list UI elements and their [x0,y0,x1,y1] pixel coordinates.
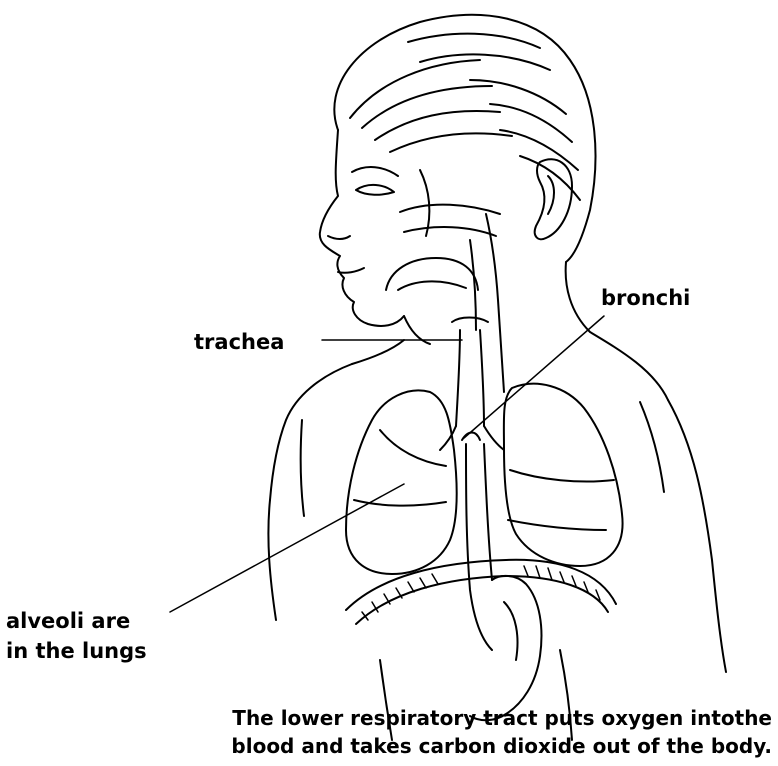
pharynx-front [470,240,476,330]
ear-inner [548,176,554,214]
figure-caption: The lower respiratory tract puts oxygen … [0,704,772,760]
trachea-left-wall [456,330,460,426]
torso-left [268,500,276,620]
lung-left-lobe [354,500,446,506]
label-alveoli-line1: alveoli are [6,606,147,636]
label-bronchi: bronchi [601,286,690,311]
eyebrow [352,167,398,176]
stomach [470,576,541,720]
neck-front [352,340,404,364]
label-alveoli-line2: in the lungs [6,636,147,666]
arm-crease-left [301,420,304,516]
arm-crease-right [640,402,664,492]
shoulder-right [668,400,726,672]
stomach-inner [504,602,518,660]
nasal-passage-lower [404,227,496,236]
eye [356,185,394,195]
pharynx-back [486,214,504,392]
esophagus-right [484,444,492,580]
lung-left-lobe2 [380,430,446,466]
hair-outline [334,15,595,262]
lung-left [346,390,457,574]
nose-nostril [328,236,350,239]
lung-right-lobe2 [508,520,606,530]
esophagus-left [466,444,492,650]
caption-line2: blood and takes carbon dioxide out of th… [0,732,772,760]
neck-back [566,262,668,400]
tongue [398,281,466,290]
face-profile [320,130,404,326]
trachea-right-wall [480,330,484,426]
label-alveoli: alveoli are in the lungs [6,606,147,666]
bronchus-right [484,426,504,450]
larynx [452,318,488,323]
lung-right [504,384,623,566]
caption-line1: The lower respiratory tract puts oxygen … [0,704,772,732]
mouth-line [338,268,364,273]
nasal-passage [400,205,500,214]
carina [462,433,480,441]
hair-strands [350,34,580,200]
shoulder-left [270,364,352,500]
diaphragm-bottom [356,576,608,624]
cheek-line [420,170,429,236]
oral-cavity [386,258,478,290]
lung-right-lobe [510,470,614,482]
leader-bronchi [464,316,604,438]
label-trachea: trachea [194,330,284,355]
